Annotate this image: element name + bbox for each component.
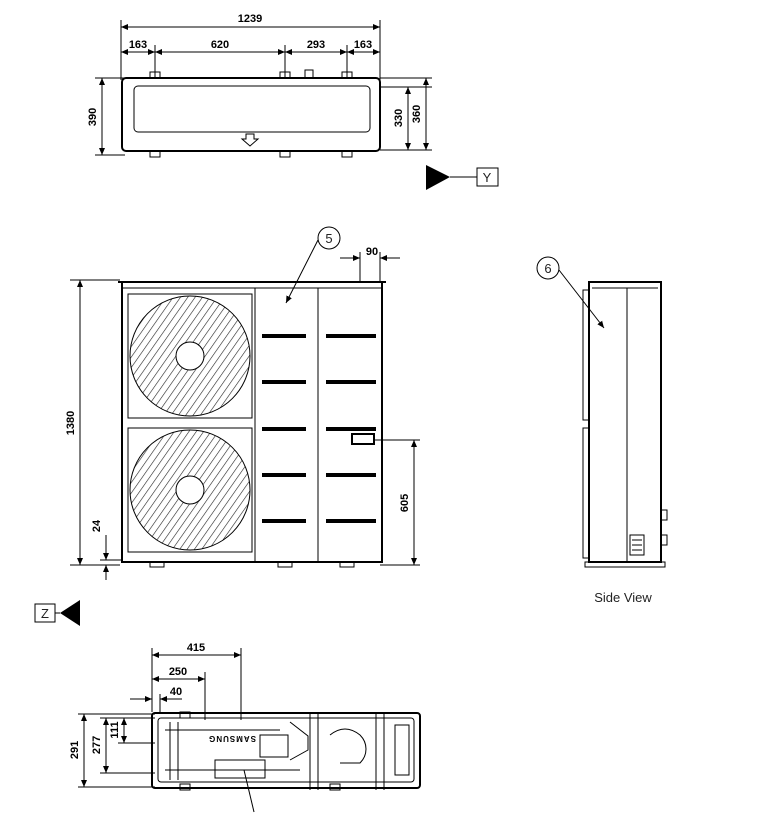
dim-base-40: 40	[170, 686, 182, 698]
front-view: 5 90	[65, 226, 420, 580]
view-marker-z: Z	[34, 600, 80, 626]
dim-segment-3: 293	[307, 39, 325, 51]
dim-depth-outer: 360	[411, 105, 423, 123]
panel-slots	[262, 334, 376, 523]
top-panel	[133, 85, 371, 133]
side-view: 6 Side View	[536, 256, 668, 605]
dim-pipe-offset: 90	[366, 246, 378, 258]
side-outline	[588, 281, 662, 563]
pipe-connection	[351, 433, 375, 445]
side-view-caption: Side View	[594, 590, 652, 605]
top-view: 1239 163 620 293 163 390 33	[87, 13, 432, 158]
dim-overall-width: 1239	[238, 13, 262, 25]
callout-6-label: 6	[544, 261, 551, 276]
dim-base-277: 277	[91, 736, 103, 754]
dim-segment-2: 620	[211, 39, 229, 51]
callout-5	[317, 226, 341, 250]
dim-base-111: 111	[109, 721, 121, 738]
dim-pipe-height: 605	[399, 494, 411, 512]
marker-y-label: Y	[483, 170, 492, 185]
dim-height: 1380	[65, 411, 77, 435]
top-outline	[121, 77, 381, 152]
dim-segment-4: 163	[354, 39, 372, 51]
side-base	[584, 561, 666, 568]
dim-base-291: 291	[69, 741, 81, 759]
base-brand-text: SAMSUNG	[208, 734, 256, 743]
dim-base-250: 250	[169, 666, 187, 678]
dim-base-415: 415	[187, 642, 205, 654]
callout-6	[536, 256, 560, 280]
dim-base-offset: 24	[91, 519, 103, 532]
flow-arrow-icon	[240, 133, 260, 147]
view-marker-y: Y	[426, 165, 499, 190]
dim-segment-1: 163	[129, 39, 147, 51]
base-view: 415 250 40 291 277 111 SAMSUNG	[69, 642, 421, 813]
dim-depth-inner: 330	[393, 109, 405, 127]
dim-depth-total: 390	[87, 108, 99, 126]
base-frame	[151, 712, 421, 789]
marker-z-label: Z	[41, 606, 49, 621]
callout-5-label: 5	[325, 231, 332, 246]
